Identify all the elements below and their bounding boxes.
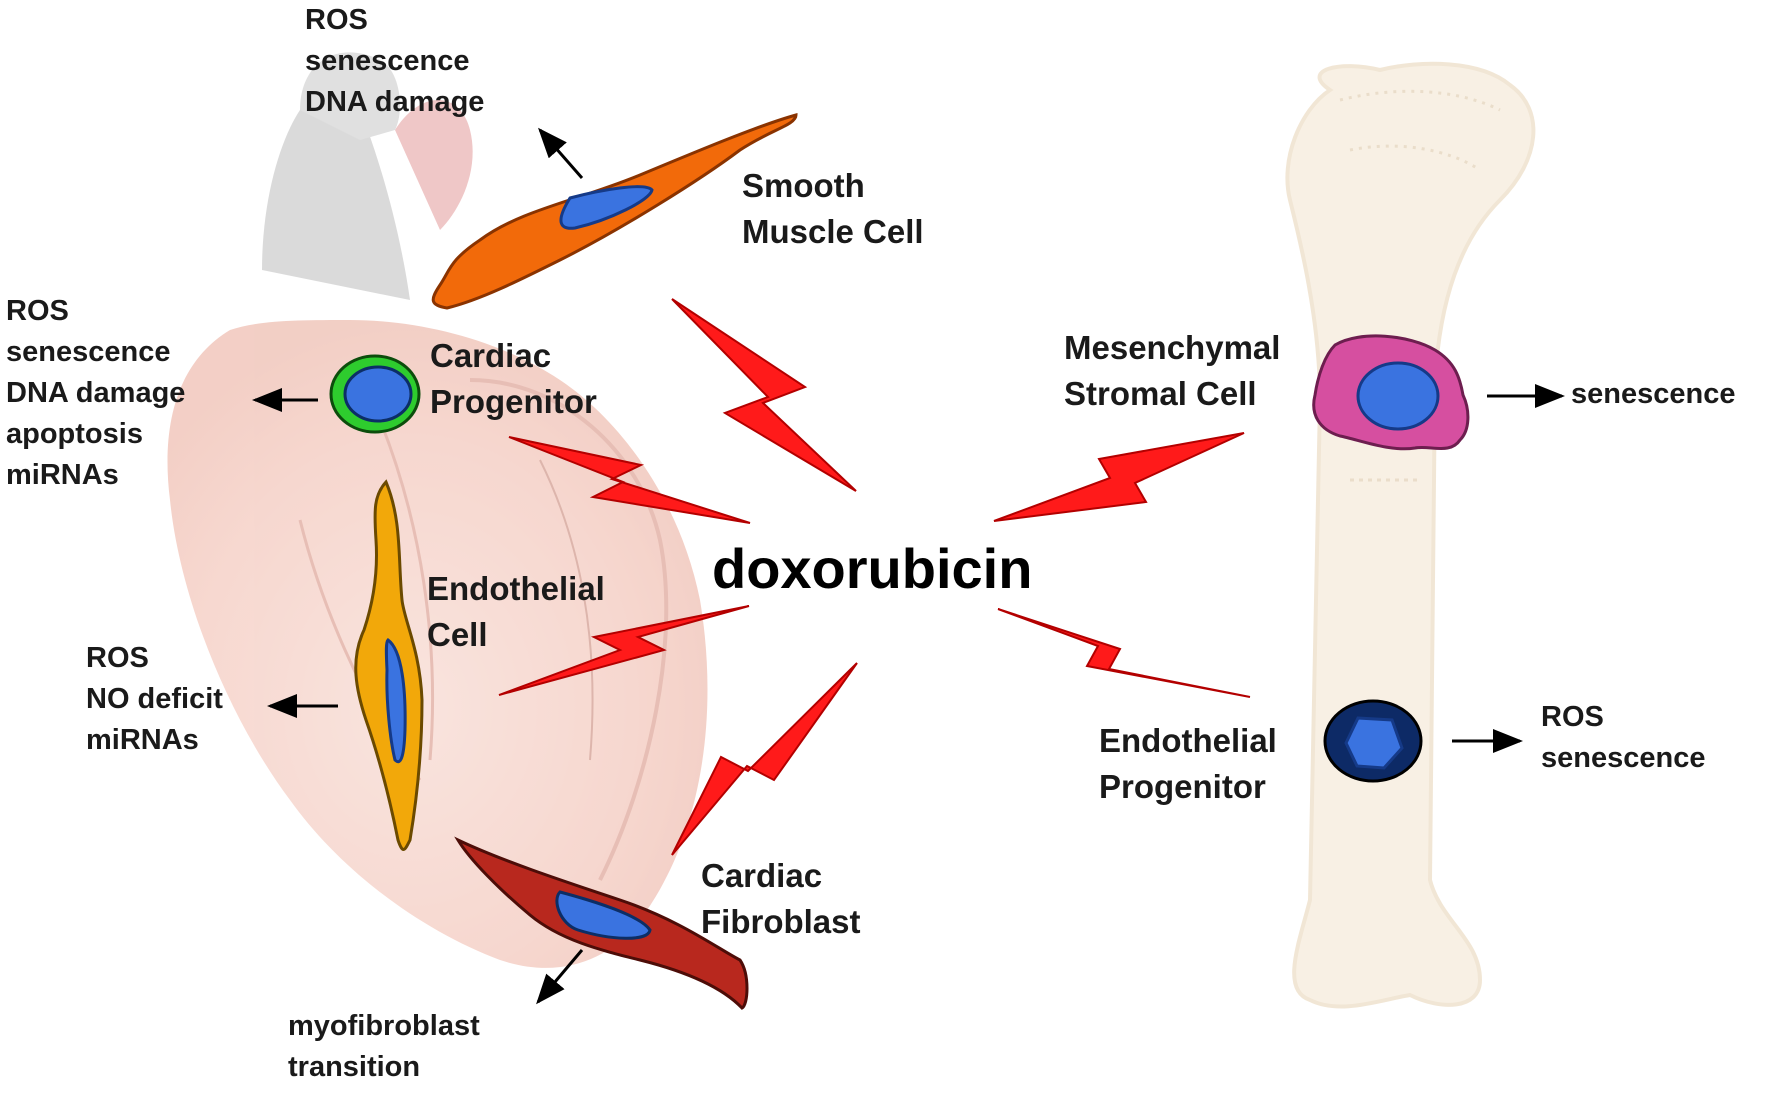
- mesenchymal-effects: senescence: [1571, 374, 1735, 415]
- effect-item: miRNAs: [6, 459, 119, 491]
- heart-illustration: [167, 52, 708, 968]
- effect-item: senescence: [6, 336, 171, 368]
- effect-item: apoptosis: [6, 418, 143, 450]
- effect-item: senescence: [305, 45, 470, 77]
- cardiac-progenitor-label-line1: Cardiac: [430, 337, 552, 374]
- effect-item: ROS: [86, 642, 149, 674]
- effect-item: miRNAs: [86, 724, 199, 756]
- smooth-muscle-label: Smooth Muscle Cell: [742, 163, 924, 255]
- endothelial-progenitor-label: Endothelial Progenitor: [1099, 718, 1277, 810]
- bolt-endothelial-progenitor: [997, 608, 1251, 698]
- effect-item: ROS: [1541, 701, 1604, 733]
- smooth-muscle-label-line2: Muscle Cell: [742, 213, 924, 250]
- effect-item: ROS: [6, 295, 69, 327]
- mesenchymal-label-line1: Mesenchymal: [1064, 329, 1281, 366]
- cardiac-progenitor-label: Cardiac Progenitor: [430, 333, 597, 425]
- arrows: [252, 127, 1565, 1005]
- effect-item: ROS: [305, 4, 368, 36]
- cardiac-progenitor-effects: ROS senescence DNA damage apoptosis miRN…: [6, 291, 185, 496]
- effect-item: DNA damage: [305, 86, 485, 118]
- smooth-muscle-cell: [431, 113, 798, 310]
- bolt-smooth-muscle: [671, 298, 857, 492]
- mesenchymal-stromal-cell: [1312, 334, 1470, 451]
- endothelial-progenitor-label-line1: Endothelial: [1099, 722, 1277, 759]
- cardiac-fibroblast-label: Cardiac Fibroblast: [701, 853, 861, 945]
- endothelial-cell: [354, 479, 424, 851]
- cardiac-fibroblast-label-line2: Fibroblast: [701, 903, 861, 940]
- bolt-fibroblast: [671, 662, 858, 856]
- mesenchymal-label: Mesenchymal Stromal Cell: [1064, 325, 1280, 417]
- cardiac-fibroblast-cell: [454, 836, 749, 1010]
- effect-item: NO deficit: [86, 683, 223, 715]
- cardiac-progenitor-cell: [329, 354, 421, 434]
- bolts: [498, 298, 1251, 856]
- mesenchymal-label-line2: Stromal Cell: [1064, 375, 1257, 412]
- cardiac-progenitor-label-line2: Progenitor: [430, 383, 597, 420]
- bone-illustration: [1285, 61, 1536, 1009]
- endothelial-progenitor-label-line2: Progenitor: [1099, 768, 1266, 805]
- endothelial-cell-label: Endothelial Cell: [427, 566, 605, 658]
- smooth-muscle-effects: ROS senescence DNA damage: [305, 0, 484, 123]
- endothelial-progenitor-effects: ROS senescence: [1541, 697, 1705, 779]
- endothelial-effects: ROS NO deficit miRNAs: [86, 638, 223, 761]
- fibroblast-effects: myofibroblast transition: [288, 1006, 480, 1088]
- endothelial-cell-label-line1: Endothelial: [427, 570, 605, 607]
- effect-item: senescence: [1541, 742, 1706, 774]
- arrow-fibroblast-effects: [536, 949, 584, 1005]
- cardiac-fibroblast-label-line1: Cardiac: [701, 857, 823, 894]
- effect-item: senescence: [1571, 378, 1736, 410]
- effect-item: myofibroblast: [288, 1010, 480, 1042]
- endothelial-cell-label-line2: Cell: [427, 616, 488, 653]
- effect-item: DNA damage: [6, 377, 186, 409]
- smooth-muscle-label-line1: Smooth: [742, 167, 865, 204]
- bolt-mesenchymal: [993, 432, 1245, 522]
- effect-item: transition: [288, 1051, 421, 1083]
- bolt-endothelial-cell: [498, 605, 750, 696]
- bolt-cardiac-progenitor: [508, 436, 751, 524]
- endothelial-progenitor-cell: [1323, 699, 1423, 783]
- doxorubicin-label: doxorubicin: [712, 537, 1033, 600]
- arrow-smooth-muscle-effects: [538, 127, 584, 179]
